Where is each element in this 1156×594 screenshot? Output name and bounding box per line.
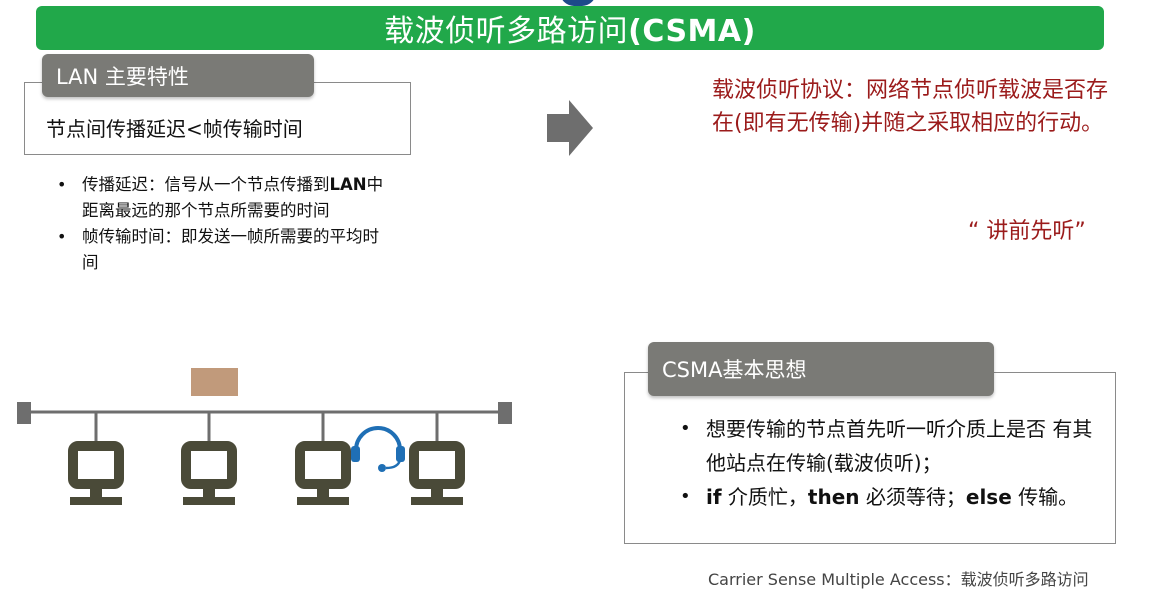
csma-tab-label: CSMA基本思想 — [662, 358, 807, 382]
computer-icon — [295, 412, 351, 505]
list-item: if 介质忙，then 必须等待；else 传输。 — [676, 480, 1106, 514]
list-item: 帧传输时间：即发送一帧所需要的平均时间 — [52, 224, 392, 276]
lan-bullet-list: 传播延迟：信号从一个节点传播到LAN中距离最远的那个节点所需要的时间 帧传输时间… — [52, 172, 392, 276]
lan-feature-text: 节点间传播延迟<帧传输时间 — [46, 117, 303, 141]
lan-section-tab: LAN 主要特性 — [42, 54, 314, 97]
bus-terminator-right — [498, 402, 512, 424]
arrow-right-icon — [547, 100, 593, 156]
computer-icon — [181, 412, 237, 505]
page-title: 载波侦听多路访问(CSMA) — [384, 14, 756, 49]
list-item: 想要传输的节点首先听一听介质上是否 有其他站点在传输(载波侦听)； — [676, 412, 1106, 480]
csma-section-tab: CSMA基本思想 — [648, 342, 994, 396]
headset-icon — [351, 426, 405, 472]
computer-icon — [409, 412, 465, 505]
bus-terminator-left — [17, 402, 31, 424]
csma-bullet-list: 想要传输的节点首先听一听介质上是否 有其他站点在传输(载波侦听)； if 介质忙… — [676, 412, 1106, 514]
quote-text: “ 讲前先听” — [968, 219, 1086, 244]
title-decoration — [560, 0, 596, 6]
frame-packet — [191, 368, 238, 396]
list-item: 传播延迟：信号从一个节点传播到LAN中距离最远的那个节点所需要的时间 — [52, 172, 392, 224]
computer-icon — [68, 412, 124, 505]
title-banner: 载波侦听多路访问(CSMA) — [36, 6, 1104, 50]
csma-definition: 载波侦听协议：网络节点侦听载波是否存在(即有无传输)并随之采取相应的行动。 — [712, 78, 1109, 136]
lan-network-diagram — [17, 368, 512, 505]
footer-note: Carrier Sense Multiple Access：载波侦听多路访问 — [708, 570, 1089, 589]
lan-tab-label: LAN 主要特性 — [56, 64, 189, 89]
